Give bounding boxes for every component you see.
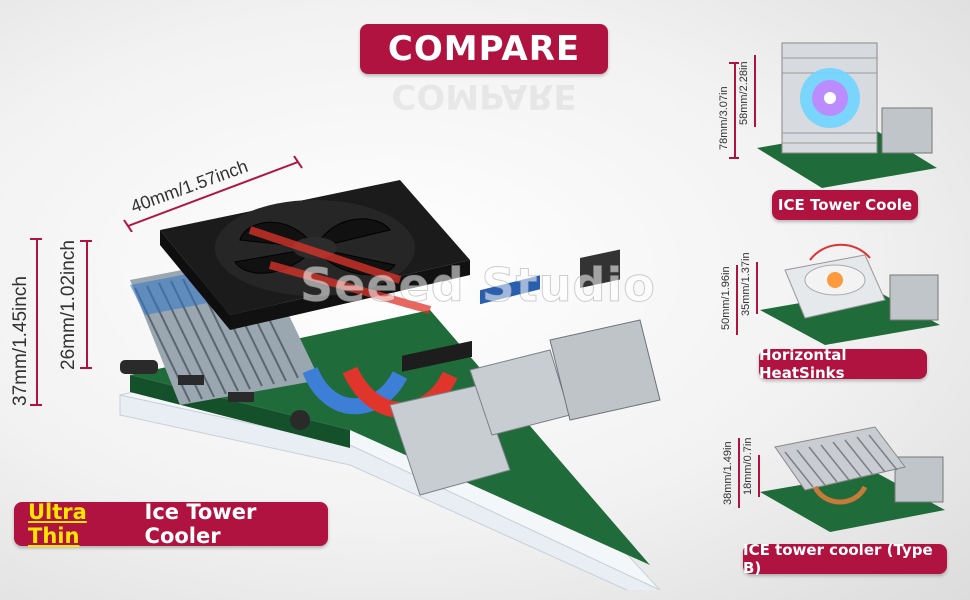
- heatsinks-cooler-bar: [756, 262, 758, 314]
- total-height-bar: [36, 238, 38, 405]
- horizontal-heatsinks-thumbnail: [760, 243, 940, 345]
- type-b-total-dim-label: 38mm/1.49in: [722, 441, 734, 505]
- ice-tower-cooler-dim-label: 58mm/2.28in: [738, 61, 750, 125]
- ice-tower-cooler-bar: [754, 55, 756, 127]
- total-height-tick-top: [30, 238, 42, 240]
- heatsinks-total-dim-label: 50mm/1.96in: [720, 266, 732, 330]
- heatsinks-cooler-dim-label: 35mm/1.37in: [740, 252, 752, 316]
- width-dimension-line: [123, 155, 303, 232]
- ice-tower-total-tick-top: [729, 62, 739, 64]
- main-product-name: Ice Tower Cooler: [144, 500, 257, 548]
- ethernet-port: [549, 249, 661, 421]
- heatsinks-total-bar: [736, 265, 738, 335]
- ice-tower-thumbnail: [757, 42, 937, 188]
- cooling-fan: [160, 180, 470, 330]
- brand-watermark: Seeed Studio: [300, 258, 656, 313]
- usb-ports: [389, 275, 571, 496]
- cooler-height-bar: [86, 240, 88, 368]
- ice-tower-total-dim-label: 78mm/3.07in: [718, 86, 730, 150]
- type-b-total-bar: [738, 438, 740, 508]
- type-b-cooler-bar: [758, 455, 760, 497]
- ice-tower-total-tick-bottom: [729, 157, 739, 159]
- compare-title-reflection: COMPARE: [391, 76, 577, 116]
- total-height-dimension-label: 37mm/1.45inch: [10, 276, 31, 406]
- cooler-height-tick-bottom: [80, 367, 92, 369]
- ice-tower-total-bar: [734, 62, 736, 158]
- ice-tower-type-b-thumbnail: [760, 426, 945, 532]
- horizontal-heatsinks-label: Horizontal HeatSinks: [759, 346, 927, 382]
- main-cooler-illustration: [119, 180, 661, 590]
- ice-tower-type-b-label: ICE tower cooler (Type B): [743, 541, 947, 577]
- ice-tower-label: ICE Tower Coole: [772, 190, 918, 220]
- ultra-thin-highlight: Ultra Thin: [28, 500, 87, 548]
- cooler-height-dimension-label: 26mm/1.02inch: [58, 240, 79, 370]
- board-connectors: [120, 360, 310, 430]
- cooler-height-tick-top: [80, 240, 92, 242]
- main-product-label: Ultra Thin Ice Tower Cooler: [14, 500, 328, 548]
- total-height-tick-bottom: [30, 404, 42, 406]
- type-b-cooler-dim-label: 18mm/0.7in: [742, 437, 754, 495]
- compare-title: COMPARE: [360, 24, 608, 74]
